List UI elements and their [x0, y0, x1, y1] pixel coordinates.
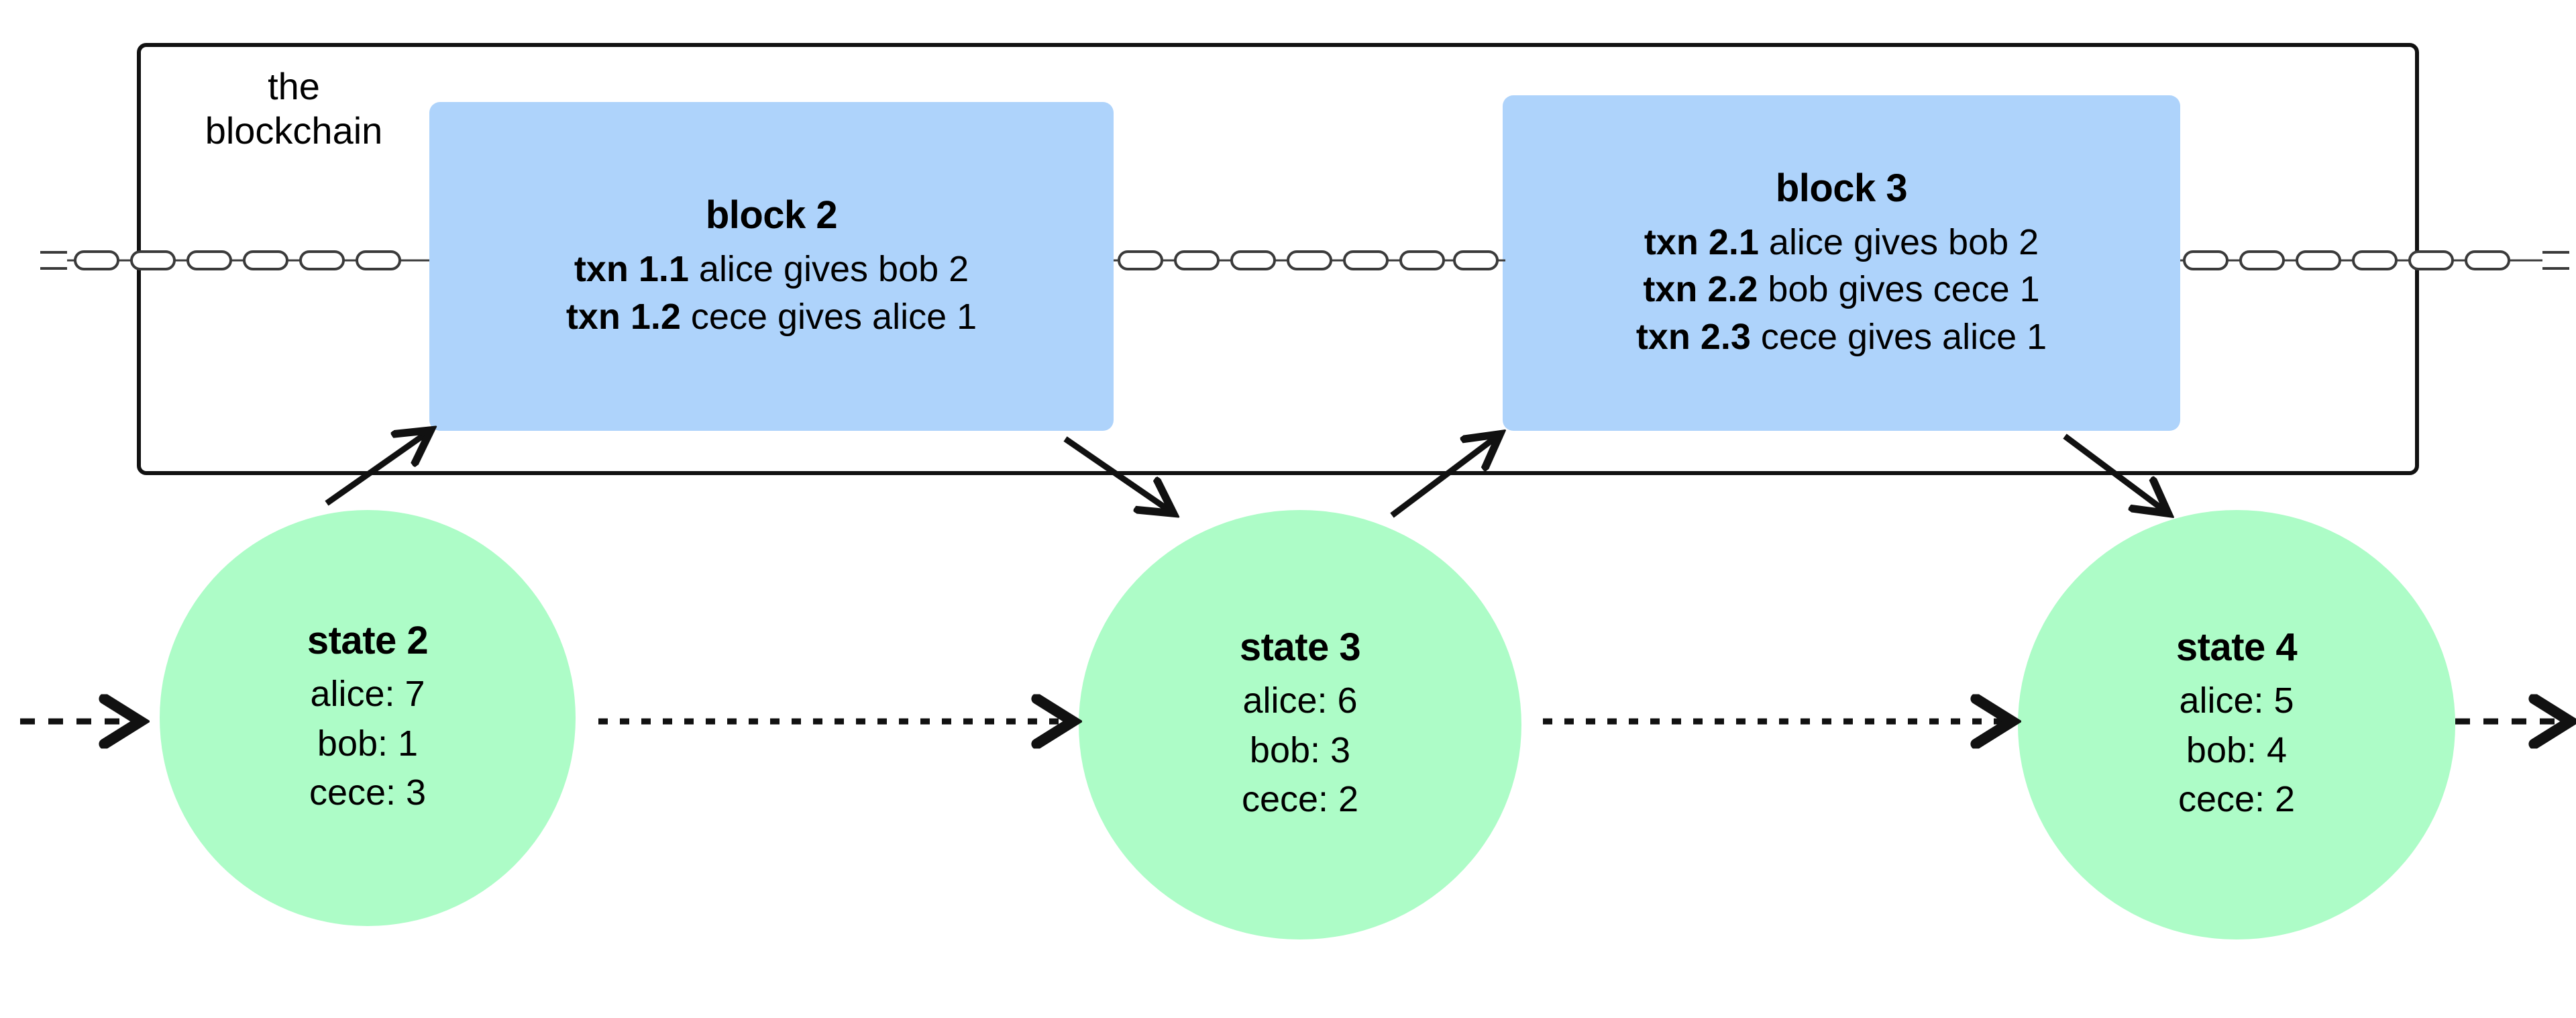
state-4[interactable]: state 4 alice: 5 bob: 4 cece: 2: [2018, 510, 2455, 939]
txn-body: cece gives alice 1: [1760, 316, 2047, 357]
block-2-txn-1: txn 1.1 alice gives bob 2: [574, 246, 969, 293]
state-3-title: state 3: [1239, 625, 1361, 670]
block-2-txn-2: txn 1.2 cece gives alice 1: [566, 293, 977, 340]
txn-id: txn 2.2: [1643, 269, 1758, 310]
state-4-title: state 4: [2176, 625, 2298, 670]
state-4-balance-alice: alice: 5: [2179, 680, 2294, 721]
state-2-balance-cece: cece: 3: [309, 772, 427, 813]
txn-id: txn 2.3: [1635, 316, 1751, 357]
txn-body: cece gives alice 1: [690, 296, 977, 337]
txn-body: alice gives bob 2: [1768, 222, 2039, 263]
block-3-txn-3: txn 2.3 cece gives alice 1: [1636, 313, 2047, 360]
txn-id: txn 2.1: [1644, 222, 1759, 263]
state-2-balance-bob: bob: 1: [317, 723, 419, 764]
state-2-balance-alice: alice: 7: [310, 674, 425, 715]
block-3-txn-2: txn 2.2 bob gives cece 1: [1643, 266, 2039, 313]
txn-body: bob gives cece 1: [1768, 269, 2040, 310]
txn-body: alice gives bob 2: [698, 249, 969, 290]
state-4-balance-cece: cece: 2: [2178, 779, 2296, 820]
state-3-balance-cece: cece: 2: [1241, 779, 1359, 820]
state-2[interactable]: state 2 alice: 7 bob: 1 cece: 3: [160, 510, 576, 926]
state-3-balance-alice: alice: 6: [1242, 680, 1358, 721]
txn-id: txn 1.2: [566, 296, 681, 337]
block-2-title: block 2: [705, 193, 838, 238]
blockchain-label: the blockchain: [205, 65, 383, 152]
block-3[interactable]: block 3 txn 2.1 alice gives bob 2 txn 2.…: [1503, 95, 2180, 431]
state-3[interactable]: state 3 alice: 6 bob: 3 cece: 2: [1079, 510, 1521, 939]
state-3-balance-bob: bob: 3: [1249, 729, 1351, 770]
block-3-txn-1: txn 2.1 alice gives bob 2: [1644, 219, 2039, 266]
block-2[interactable]: block 2 txn 1.1 alice gives bob 2 txn 1.…: [429, 102, 1114, 431]
block-3-title: block 3: [1775, 166, 1908, 211]
state-2-title: state 2: [307, 619, 429, 663]
state-4-balance-bob: bob: 4: [2186, 729, 2288, 770]
txn-id: txn 1.1: [574, 249, 689, 290]
